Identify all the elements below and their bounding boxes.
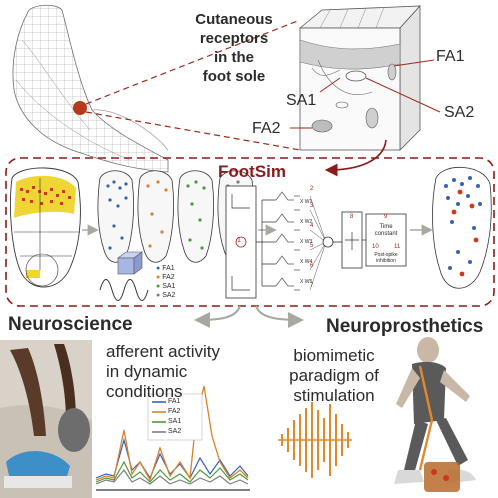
step-1: 1 [237, 237, 241, 244]
neuroprosthetics-line-2: paradigm of [289, 366, 379, 385]
title-line-1: Cutaneous [195, 11, 273, 28]
receptor-location-dot [73, 101, 87, 115]
label-fa1: FA1 [436, 48, 465, 65]
step-9: 9 [384, 214, 388, 220]
neuroprosthetics-line-1: biomimetic [293, 346, 375, 365]
neuroscience-line-3: conditions [106, 382, 183, 401]
weight-w1: X W1 [300, 199, 313, 205]
legend-fa2: FA2 [162, 274, 175, 281]
title-line-3: in the [214, 49, 254, 66]
step-4: 4 [310, 223, 314, 229]
neuroscience-heading: Neuroscience [8, 314, 133, 335]
footsim-title: FootSim [218, 162, 286, 181]
flow-arrow-into-footsim [324, 139, 387, 177]
step-10: 10 [372, 244, 379, 250]
fa2-corpuscle-icon [311, 119, 333, 133]
label-sa1: SA1 [286, 92, 317, 109]
legend-sa2: SA2 [162, 292, 176, 299]
runner-photo [0, 340, 92, 498]
trace-legend-sa2: SA2 [168, 428, 182, 435]
arrow-to-neuroscience [194, 305, 241, 328]
neuroscience-line-1: afferent activity [106, 342, 221, 361]
population-legend: ● FA1 ● FA2 ● SA1 ● SA2 [156, 265, 176, 299]
legend-fa1: FA1 [162, 265, 175, 272]
model-block [225, 185, 407, 299]
trace-legend-fa2: FA2 [168, 408, 181, 415]
zoom-line-bottom [85, 111, 301, 151]
trace-fa1 [95, 437, 249, 480]
trace-legend-labels: FA1 FA2 SA1 SA2 [168, 397, 181, 437]
step-11: 11 [394, 244, 401, 250]
step-8: 8 [350, 214, 354, 220]
neuroscience-line-2: in dynamic [106, 362, 188, 381]
sa1-pointer [319, 77, 341, 93]
step-7: 7 [310, 283, 314, 289]
afferent-activity-chart [95, 385, 250, 491]
zoom-line-top [85, 19, 301, 105]
time-constant-label: Time constant [374, 224, 398, 237]
wireframe-foot [12, 4, 169, 173]
title-line-4: foot sole [202, 68, 266, 85]
neuroprosthetics-line-3: stimulation [293, 386, 375, 405]
step-2: 2 [310, 186, 314, 192]
trace-legend-sa1: SA1 [168, 418, 182, 425]
sa2-pointer [365, 77, 441, 113]
weight-w4: X W4 [300, 259, 313, 265]
weight-labels: X W1 X W2 X W3 X W4 X W5 [300, 192, 312, 292]
weight-w2: X W2 [300, 219, 313, 225]
post-spike-label: Post-spike inhibition [374, 252, 398, 264]
stimulation-pulses [278, 402, 352, 478]
skin-block [298, 4, 421, 151]
arrow-to-neuroprosthetics [255, 305, 304, 328]
fa1-pointer [393, 59, 435, 67]
trace-sa2 [95, 468, 249, 485]
trace-fa2 [95, 385, 249, 482]
legend-sa1: SA1 [162, 283, 176, 290]
weight-w5: X W5 [300, 279, 313, 285]
output-foot [432, 166, 492, 289]
label-sa2: SA2 [444, 104, 475, 121]
prosthetic-walker [394, 337, 476, 492]
step-6: 6 [310, 263, 314, 269]
foot-heatmap [10, 167, 81, 288]
neuroprosthetics-heading: Neuroprosthetics [326, 316, 484, 337]
trace-legend [147, 393, 203, 441]
stimulus-sine-icon [99, 279, 149, 301]
indenter-cube-icon [117, 251, 143, 275]
trace-sa1 [95, 460, 249, 483]
neuroscience-text: afferent activity in dynamic conditions [106, 342, 220, 402]
step-5: 5 [310, 243, 314, 249]
neuroprosthetics-text: biomimetic paradigm of stimulation [278, 346, 390, 406]
weight-w3: X W3 [300, 239, 313, 245]
title-line-2: receptors [199, 30, 269, 47]
step-3: 3 [310, 203, 314, 209]
label-fa2: FA2 [252, 120, 281, 137]
trace-legend-fa1: FA1 [168, 398, 181, 405]
receptors-title: Cutaneous receptors in the foot sole [172, 10, 296, 86]
